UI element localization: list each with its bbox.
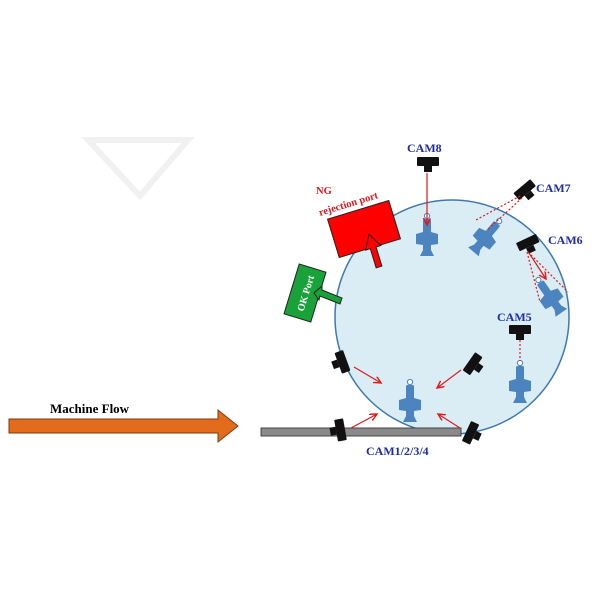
cam1-ray <box>353 366 381 383</box>
ng-label: NG <box>316 186 332 197</box>
cam5-label: CAM5 <box>497 310 532 324</box>
watermark-shape <box>81 137 195 201</box>
cam7-label: CAM7 <box>536 181 571 195</box>
ng-port-arrow <box>364 233 383 269</box>
cam6-ray-a <box>527 251 569 293</box>
cam8-camera-icon <box>417 157 439 172</box>
cam6-ray-c <box>528 252 546 279</box>
cam3-camera-icon <box>328 418 347 443</box>
ng-rejection-port <box>326 199 402 269</box>
conveyor-belt <box>260 427 462 437</box>
cam2-ray <box>437 369 462 388</box>
ok-port-arrow <box>313 284 343 305</box>
machine-flow-label: Machine Flow <box>50 401 130 416</box>
cam8-label: CAM8 <box>407 141 442 155</box>
machine-flow-arrow <box>8 408 239 444</box>
cam3-ray <box>350 414 377 429</box>
cam6-ray-b <box>526 251 541 303</box>
cam1234-label: CAM1/2/3/4 <box>366 444 429 458</box>
ok-port: OK Port <box>283 263 343 323</box>
cam7-ray-a <box>475 195 521 221</box>
cam6-label: CAM6 <box>548 233 583 247</box>
cam4-ray <box>438 414 461 429</box>
